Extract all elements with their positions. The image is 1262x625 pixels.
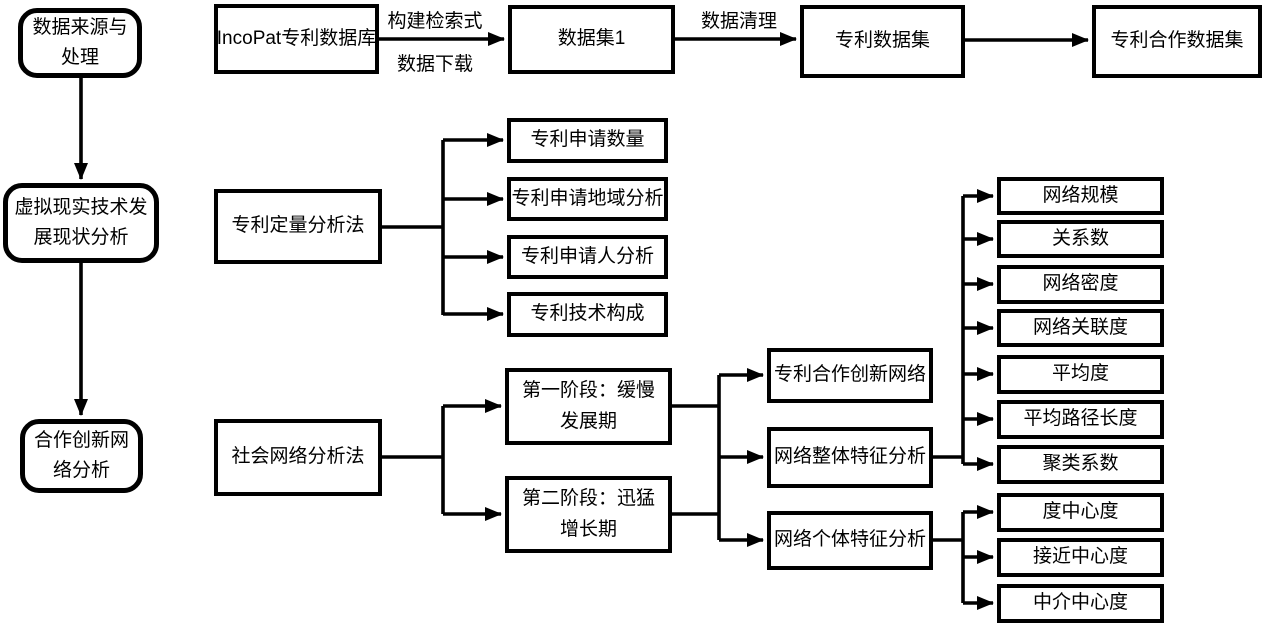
- node-metric-average-path-length: 平均路径长度: [997, 400, 1164, 439]
- node-network-individual-features: 网络个体特征分析: [767, 511, 933, 570]
- trunk-sna: [382, 406, 445, 514]
- node-stage-data-processing: 数据来源与处理: [18, 8, 142, 78]
- trunk-individual: [933, 512, 965, 603]
- edge-label-data-download: 数据下载: [396, 54, 473, 75]
- node-stage-vr-status-analysis: 虚拟现实技术发展现状分析: [3, 183, 159, 263]
- node-patent-applicant-analysis: 专利申请人分析: [507, 235, 668, 279]
- node-sna-method: 社会网络分析法: [214, 419, 382, 496]
- node-patent-coop-dataset: 专利合作数据集: [1092, 5, 1262, 78]
- trunk-quant: [382, 140, 445, 315]
- node-metric-betweenness-centrality: 中介中心度: [997, 584, 1164, 623]
- node-metric-closeness-centrality: 接近中心度: [997, 538, 1164, 577]
- node-network-overall-features: 网络整体特征分析: [767, 427, 933, 488]
- node-metric-network-density: 网络密度: [997, 265, 1164, 304]
- node-phase1-slow-development: 第一阶段：缓慢发展期: [505, 368, 672, 445]
- node-metric-degree-centrality: 度中心度: [997, 493, 1164, 532]
- node-patent-dataset: 专利数据集: [800, 5, 965, 78]
- edge-label-build-query: 构建检索式: [387, 11, 483, 32]
- node-patent-region-analysis: 专利申请地域分析: [507, 177, 668, 221]
- trunk-overall: [933, 196, 965, 464]
- node-patent-coop-innovation-network: 专利合作创新网络: [767, 348, 933, 403]
- node-metric-relation-count: 关系数: [997, 220, 1164, 258]
- trunk-phases: [672, 375, 721, 540]
- node-metric-network-scale: 网络规模: [997, 177, 1164, 215]
- node-metric-clustering-coefficient: 聚类系数: [997, 445, 1164, 484]
- node-incopat-database: IncoPat专利数据库: [214, 4, 379, 74]
- node-quant-method: 专利定量分析法: [214, 189, 382, 264]
- node-phase2-rapid-growth: 第二阶段：迅猛增长期: [505, 476, 672, 553]
- node-patent-application-count: 专利申请数量: [507, 118, 668, 163]
- node-metric-average-degree: 平均度: [997, 355, 1164, 394]
- edge-label-data-cleaning: 数据清理: [700, 11, 777, 32]
- node-patent-tech-composition: 专利技术构成: [507, 292, 668, 337]
- node-metric-network-connectedness: 网络关联度: [997, 309, 1164, 347]
- node-stage-coop-network-analysis: 合作创新网络分析: [20, 419, 143, 493]
- node-dataset1: 数据集1: [508, 5, 675, 74]
